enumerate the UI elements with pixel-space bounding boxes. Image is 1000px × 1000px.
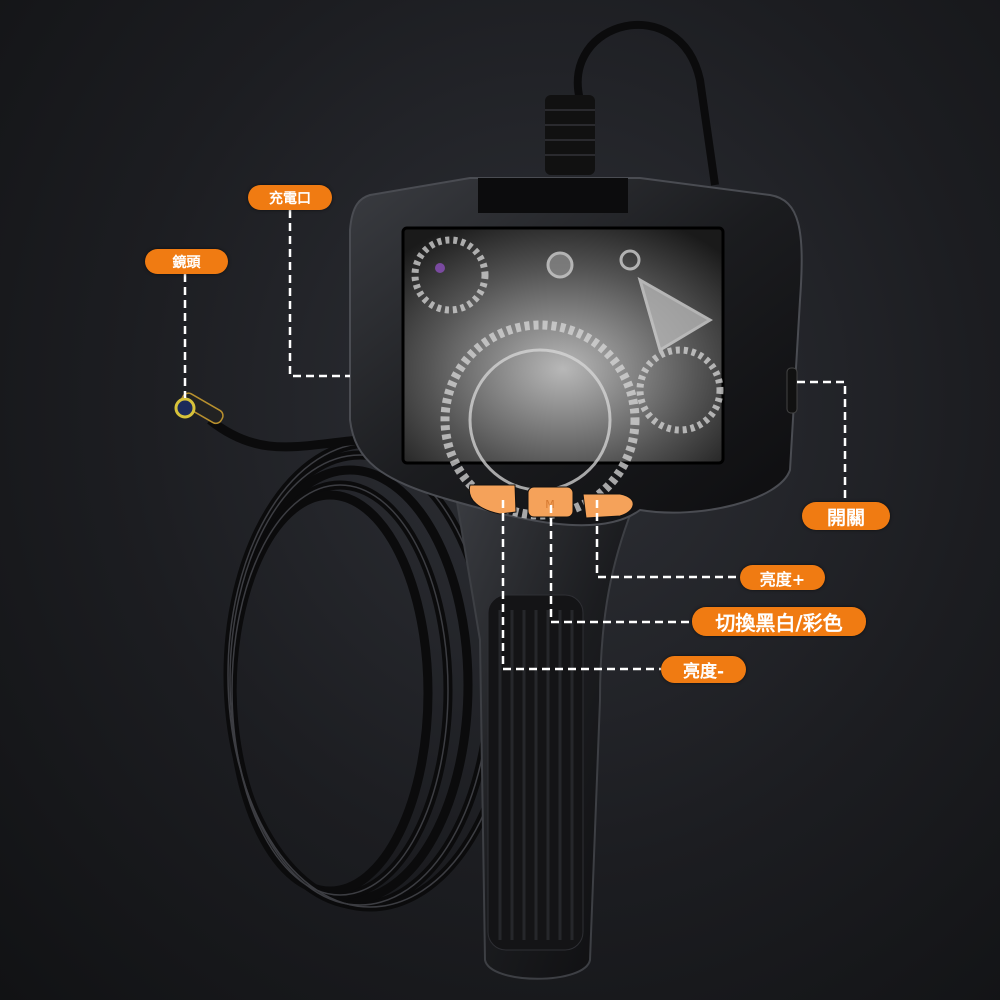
- brightness-down-button: [468, 484, 517, 515]
- label-brightness-down: 亮度-: [661, 656, 746, 683]
- label-lens: 鏡頭: [145, 249, 228, 274]
- probe-cable: [207, 416, 361, 452]
- mode-button-label: M: [545, 498, 555, 511]
- label-power-switch: 開關: [802, 502, 890, 530]
- callout-lines: [183, 210, 847, 671]
- label-brightness-up: 亮度+: [740, 565, 825, 590]
- label-bw-color-toggle: 切換黑白/彩色: [692, 607, 866, 636]
- brightness-up-button: [582, 493, 634, 519]
- mode-button: [527, 486, 574, 518]
- label-charging-port: 充電口: [248, 185, 332, 210]
- power-switch: [786, 367, 798, 414]
- lens-icon: [174, 397, 196, 419]
